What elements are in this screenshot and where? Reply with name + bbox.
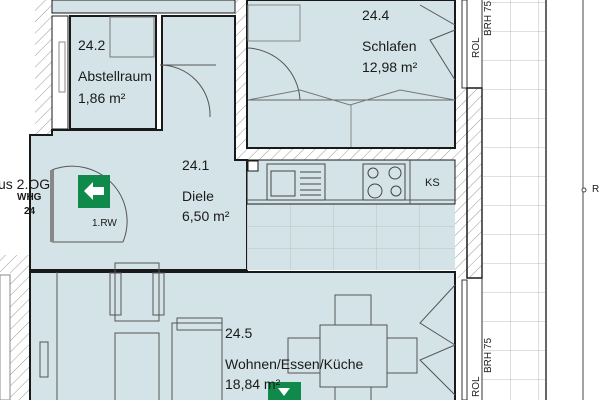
room-number-schlafen: 24.4 bbox=[362, 7, 390, 23]
stair-text: us 2.OG bbox=[0, 176, 51, 192]
apartment-number: 24 bbox=[24, 206, 36, 217]
room-area-schlafen: 12,98 m² bbox=[362, 59, 418, 75]
exit-arrow-left-icon bbox=[78, 175, 110, 208]
room-name-schlafen: Schlafen bbox=[362, 38, 417, 54]
room-wohnen bbox=[29, 271, 456, 400]
stove-icon bbox=[362, 163, 406, 201]
balcony bbox=[482, 0, 545, 400]
kitchen-counter bbox=[246, 159, 456, 205]
room-name-wohnen: Wohnen/Essen/Küche bbox=[225, 356, 364, 372]
room-abstellraum bbox=[69, 15, 157, 130]
shutter-label-bottom: ROL bbox=[471, 376, 482, 397]
shutter-label-top: ROL bbox=[471, 37, 482, 58]
edge-label: R bbox=[592, 184, 600, 195]
parapet-height-bottom: BRH 75 bbox=[483, 337, 494, 373]
living-furniture bbox=[39, 262, 456, 400]
room-number-abstellraum: 24.2 bbox=[78, 37, 106, 53]
apartment-label: WHG bbox=[17, 192, 42, 203]
sink-icon bbox=[266, 163, 326, 201]
windows bbox=[461, 0, 468, 400]
room-area-abstellraum: 1,86 m² bbox=[78, 90, 126, 106]
room-name-diele: Diele bbox=[182, 188, 214, 204]
fridge-label: KS bbox=[425, 177, 440, 189]
parapet-height-top: BRH 75 bbox=[483, 0, 494, 36]
exit-arrow-down-icon bbox=[268, 382, 301, 400]
rooms bbox=[29, 0, 456, 400]
room-name-abstellraum: Abstellraum bbox=[78, 68, 152, 84]
exit-route-label: 1.RW bbox=[92, 218, 117, 229]
room-area-wohnen: 18,84 m² bbox=[225, 376, 281, 392]
room-number-wohnen: 24.5 bbox=[225, 325, 253, 341]
room-number-diele: 24.1 bbox=[182, 157, 210, 173]
room-area-diele: 6,50 m² bbox=[182, 208, 230, 224]
